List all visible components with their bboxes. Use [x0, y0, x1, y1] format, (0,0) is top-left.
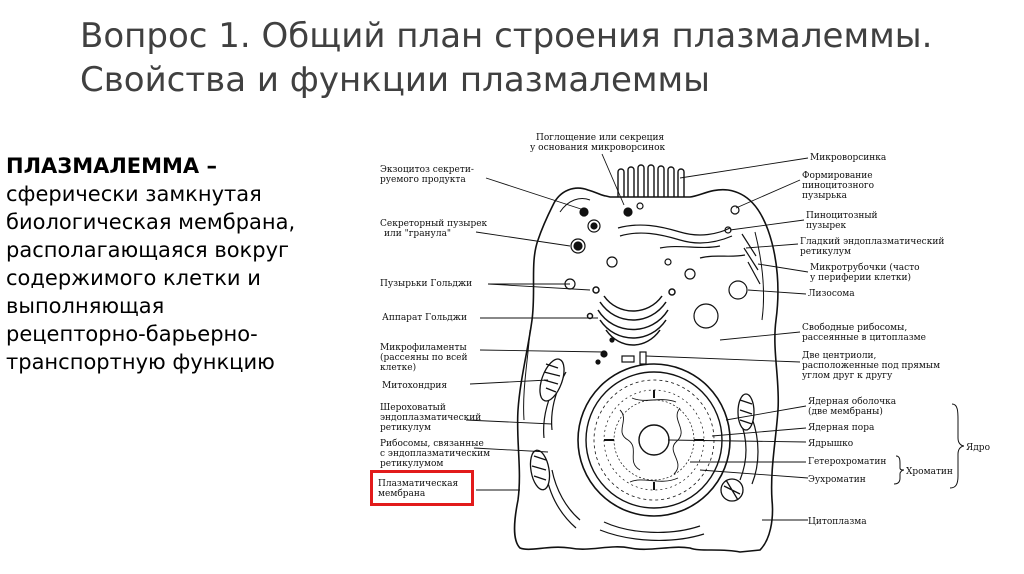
label-free-ribosomes: Свободные рибосомы, — [802, 322, 907, 333]
definition-line: биологическая мембрана, — [6, 210, 296, 234]
label-lysosome: Лизосома — [808, 289, 855, 299]
label-microvillus: Микроворсинка — [810, 153, 887, 163]
label-top-absorption: у основания микроворсинок — [530, 143, 666, 153]
label-centrioles: Две центриоли, — [802, 351, 876, 361]
definition-term: ПЛАЗМАЛЕММА – — [6, 154, 217, 178]
label-pinocytic-vesicle: пузырек — [806, 221, 846, 231]
label-smooth-er: Гладкий эндоплазматический — [800, 237, 944, 247]
label-nuclear-envelope: Ядерная оболочка — [808, 396, 897, 407]
label-centrioles: расположенные под прямым — [802, 361, 940, 371]
label-golgi-vesicles: Пузырьки Гольджи — [380, 279, 472, 289]
label-exocytosis: Экзоцитоз секрети- — [380, 165, 474, 175]
slide-title-line-1: Вопрос 1. Общий план строения плазмалемм… — [80, 16, 933, 56]
label-centrioles: углом друг к другу — [802, 371, 893, 381]
label-free-ribosomes: рассеянные в цитоплазме — [802, 333, 926, 343]
label-secretory-vesicle: или "гранула" — [384, 229, 451, 239]
definition-line: содержимого клетки и — [6, 266, 261, 290]
slide-title-line-2: Свойства и функции плазмалеммы — [80, 60, 711, 100]
definition-line: располагающаяся вокруг — [6, 238, 290, 262]
vesicles — [564, 202, 748, 365]
label-heterochromatin: Гетерохроматин — [808, 457, 886, 467]
label-rough-er: эндоплазматический — [380, 413, 481, 423]
label-plasma-membrane: мембрана — [378, 488, 426, 499]
label-smooth-er: ретикулум — [800, 247, 851, 257]
label-cytoplasm: Цитоплазма — [808, 517, 867, 527]
label-pinocytic-formation: пузырька — [802, 191, 848, 201]
label-mitochondria: Митохондрия — [382, 381, 447, 391]
label-microfilaments: Микрофиламенты — [380, 343, 467, 353]
label-golgi-apparatus: Аппарат Гольджи — [382, 313, 467, 323]
label-nucleus: Ядро — [966, 443, 990, 453]
label-rough-er: Шероховатый — [380, 403, 446, 413]
label-rough-er: ретикулум — [380, 423, 431, 433]
label-pinocytic-formation: пиноцитозного — [802, 181, 874, 191]
label-pinocytic-vesicle: Пиноцитозный — [806, 211, 878, 221]
definition-line: сферически замкнутая — [6, 182, 262, 206]
label-chromatin: Хроматин — [906, 467, 953, 477]
label-microfilaments: клетке) — [380, 362, 416, 373]
label-microtubules: у периферии клетки) — [810, 272, 911, 283]
plasma-membrane-highlight-box — [370, 470, 474, 506]
cell-outline — [513, 187, 780, 553]
label-microfilaments: (рассеяны по всей — [380, 352, 467, 363]
leader-lines — [465, 153, 809, 521]
label-top-absorption: Поглощение или секреция — [536, 133, 664, 143]
centrioles — [621, 351, 647, 365]
label-secretory-vesicle: Секреторный пузырек — [380, 219, 488, 229]
label-ribosomes-er: Рибосомы, связанные — [380, 438, 484, 449]
slide-title: Вопрос 1. Общий план строения плазмалемм… — [80, 14, 980, 102]
label-plasma-membrane: Плазматическая — [378, 479, 458, 489]
definition-line: рецепторно-барьерно- — [6, 322, 258, 346]
diagram-labels: Поглощение или секреция у основания микр… — [378, 133, 990, 527]
definition-block: ПЛАЗМАЛЕММА – сферически замкнутая биоло… — [6, 152, 351, 376]
mitochondria — [529, 358, 755, 502]
label-nucleolus: Ядрышко — [808, 439, 853, 449]
label-exocytosis: руемого продукта — [380, 175, 466, 185]
brackets — [893, 403, 965, 489]
definition-line: выполняющая — [6, 294, 165, 318]
label-euchromatin: Эухроматин — [808, 475, 866, 485]
microvilli — [617, 164, 685, 197]
label-nuclear-envelope: (две мембраны) — [808, 406, 883, 417]
label-ribosomes-er: с эндоплазматическим — [380, 449, 490, 459]
label-ribosomes-er: ретикулумом — [380, 459, 443, 469]
label-microtubules: Микротрубочки (часто — [810, 262, 920, 273]
label-pinocytic-formation: Формирование — [802, 171, 873, 181]
definition-line: транспортную функцию — [6, 350, 275, 374]
golgi-apparatus — [586, 286, 676, 346]
label-nuclear-pore: Ядерная пора — [808, 423, 875, 433]
nucleus — [577, 363, 731, 517]
